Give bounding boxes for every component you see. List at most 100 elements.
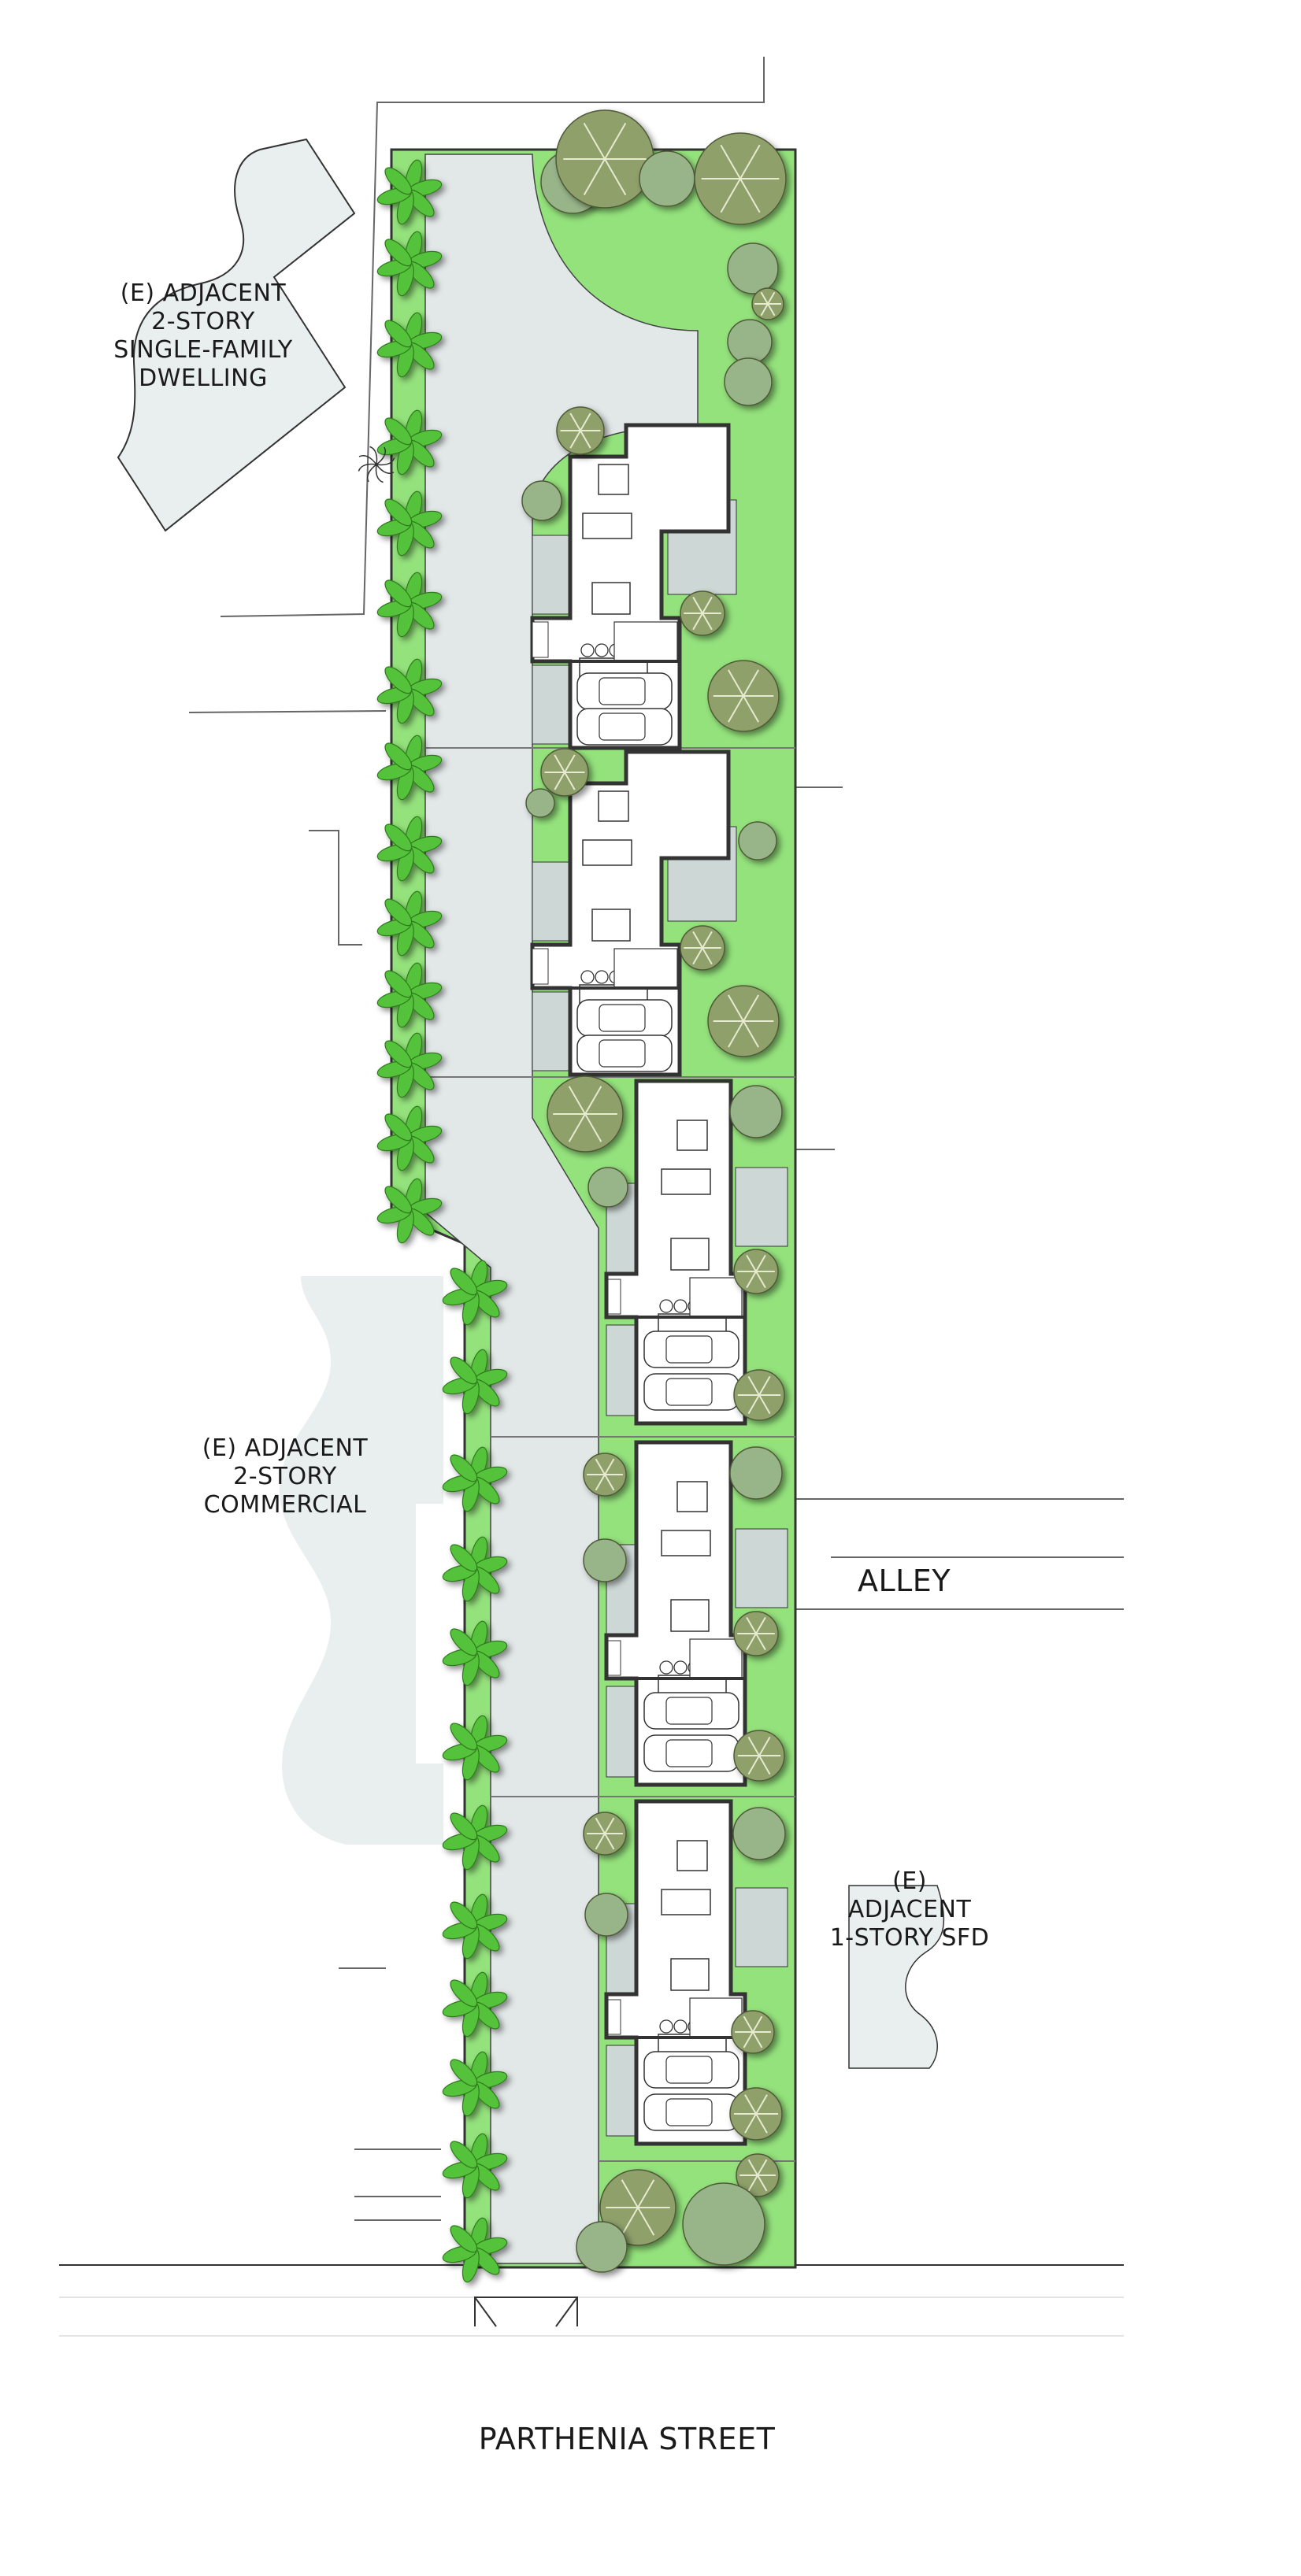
stool-icon [659, 1660, 673, 1675]
stairs-icon [689, 1638, 743, 1679]
dining-table-icon [591, 582, 631, 615]
fan-palm-icon [358, 446, 395, 483]
tree-icon [555, 109, 654, 209]
car-roof [665, 1335, 713, 1364]
palm-tree-icon [376, 312, 443, 378]
palm-tree-icon [376, 409, 443, 476]
tree-icon [724, 357, 773, 406]
car-body [643, 1692, 739, 1730]
tree-canopy [727, 242, 779, 294]
tree-canopy [639, 150, 695, 207]
car-roof [599, 1039, 646, 1068]
palm-frond [450, 1901, 478, 1930]
tree-branches [713, 994, 774, 1048]
adjacent-sfd-top-building [117, 138, 356, 532]
palm-frond [384, 239, 413, 267]
palm-frond [384, 579, 413, 608]
palm-frond [450, 2141, 478, 2169]
tree-icon [733, 1611, 779, 1656]
guest-parking [532, 991, 571, 1071]
tree-canopy [732, 1807, 786, 1860]
fan-palm-frond [358, 455, 377, 465]
coffee-table-icon [598, 790, 629, 822]
tree-icon [751, 287, 784, 320]
tree-icon [583, 1538, 627, 1582]
tree-icon [727, 242, 779, 294]
tree-canopy [738, 821, 777, 861]
palm-tree-icon [442, 1620, 508, 1686]
tree-icon [639, 150, 695, 207]
tree-canopy [525, 788, 555, 818]
label-line: (E) ADJACENT [120, 279, 287, 307]
palm-tree-icon [442, 1804, 508, 1871]
guest-parking [532, 535, 571, 615]
tree-icon [729, 2087, 783, 2141]
car-icon [576, 672, 673, 710]
palm-frond [384, 1040, 413, 1068]
palm-tree-icon [442, 2217, 508, 2283]
stool-icon [673, 1660, 688, 1675]
car-icon [643, 2051, 739, 2089]
car-body [643, 1734, 739, 1772]
palm-frond [450, 1454, 478, 1482]
tree-branches [701, 144, 780, 213]
tree-canopy [587, 1167, 628, 1208]
car-roof [665, 1697, 713, 1725]
tree-icon [576, 2221, 628, 2273]
palm-frond [384, 742, 413, 771]
dining-table-icon [670, 1599, 710, 1632]
tree-icon [547, 1075, 624, 1153]
palms [376, 159, 508, 2283]
storage-icon [607, 1640, 621, 1676]
label-line: ADJACENT [847, 1896, 972, 1923]
unit-2 [530, 749, 737, 1077]
coffee-table-icon [676, 1481, 708, 1512]
tree-icon [599, 2169, 676, 2246]
fan-palm-frond [376, 464, 395, 474]
palm-frond [384, 970, 413, 998]
tree-branches [737, 1616, 775, 1651]
palm-frond [384, 898, 413, 927]
palm-tree-icon [442, 1446, 508, 1512]
label-line: (E) ADJACENT [202, 1434, 369, 1462]
tree-icon [680, 925, 725, 971]
car-icon [576, 1034, 673, 1072]
tree-branches [737, 1736, 781, 1775]
palm-tree-icon [376, 1032, 443, 1098]
tree-icon [729, 1446, 783, 1500]
palm-frond [450, 2225, 478, 2253]
palm-tree-icon [376, 490, 443, 557]
storage-icon [607, 1999, 621, 2035]
guest-parking [606, 2045, 637, 2137]
tree-canopy [521, 480, 562, 521]
tree-canopy [576, 2221, 628, 2273]
car-body [643, 1331, 739, 1368]
guest-parking [606, 1324, 637, 1416]
guest-parking [532, 861, 571, 942]
tree-icon [680, 590, 725, 636]
palm-tree-icon [442, 1536, 508, 1602]
label-line: DWELLING [139, 365, 268, 392]
dining-table-icon [670, 1958, 710, 1991]
tree-canopy [724, 357, 773, 406]
car-body [576, 999, 673, 1037]
car-icon [643, 2093, 739, 2131]
stool-icon [673, 2019, 688, 2034]
adjacent-sfd-top-label: (E) ADJACENT 2-STORY SINGLE-FAMILY DWELL… [113, 279, 292, 393]
stool-icon [673, 1299, 688, 1313]
tree-icon [733, 1730, 785, 1782]
sofa-icon [661, 1530, 711, 1556]
fan-palm-frond [358, 463, 377, 472]
patio [735, 1887, 788, 1967]
tree-branches [735, 2015, 771, 2049]
unit-5 [604, 1799, 788, 2146]
label-line: 2-STORY [233, 1463, 337, 1490]
tree-icon [727, 319, 773, 365]
tree-branches [713, 669, 774, 723]
tree-branches [587, 1817, 623, 1850]
tree-branches [737, 1375, 781, 1415]
tree-icon [584, 1893, 628, 1937]
car-body [576, 672, 673, 710]
tree-branches [544, 754, 585, 790]
car-roof [599, 677, 646, 705]
